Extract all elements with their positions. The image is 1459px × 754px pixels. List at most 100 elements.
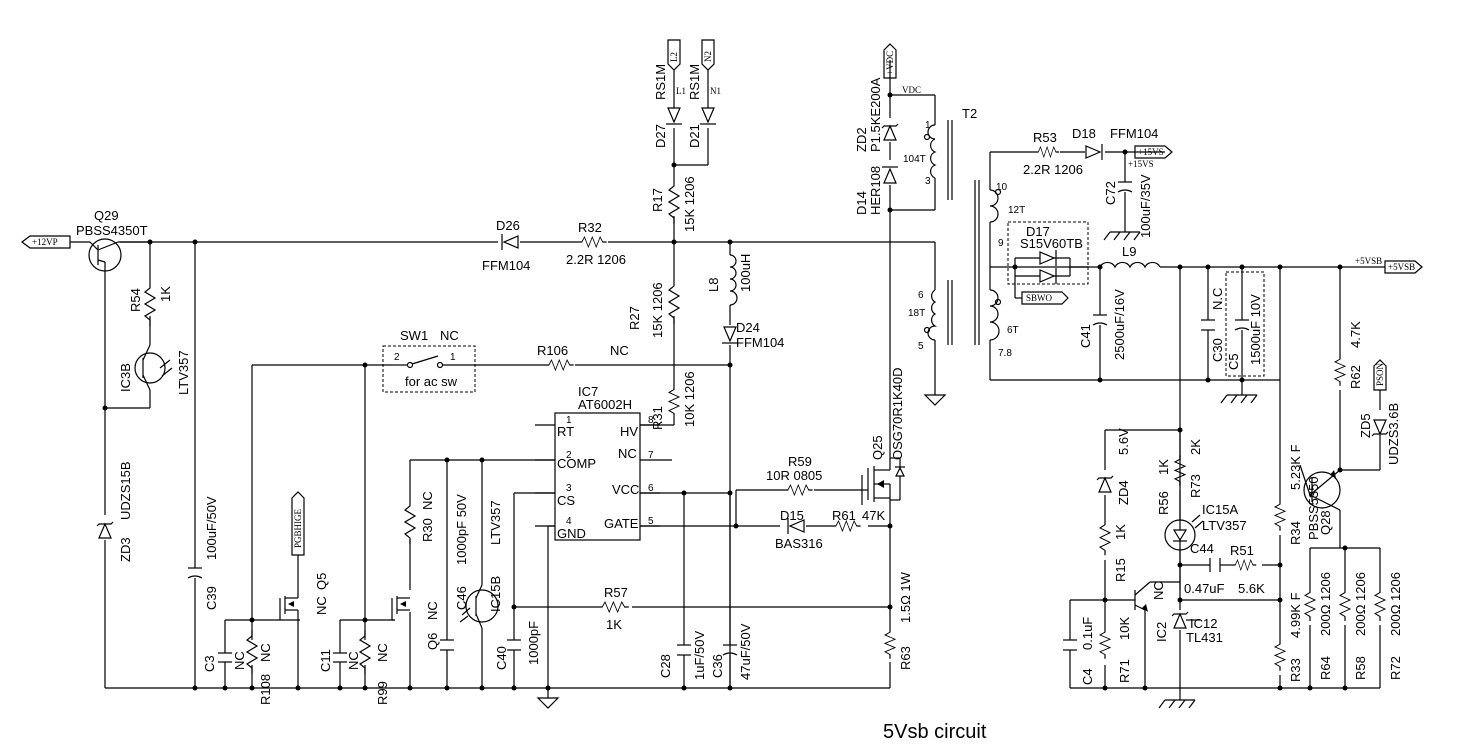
diode-d27: D27 RS1M [653, 64, 682, 148]
svg-text:R31: R31 [650, 406, 665, 430]
svg-text:3: 3 [925, 176, 931, 187]
svg-text:NC: NC [610, 343, 629, 358]
resistor-r58: R58 200Ω 1206 [1339, 572, 1368, 680]
svg-text:for ac sw: for ac sw [405, 374, 458, 389]
ground-symbol-aux [923, 394, 947, 406]
svg-text:D24: D24 [736, 320, 760, 335]
svg-text:P1.5KE200A: P1.5KE200A [868, 77, 883, 152]
svg-text:18T: 18T [908, 308, 925, 319]
net-flag-vdc: +VDC [883, 43, 897, 79]
svg-text:10: 10 [996, 182, 1008, 193]
resistor-r106: R106 NC [537, 343, 629, 371]
svg-text:C40: C40 [494, 646, 509, 670]
mosfet-q25: Q25 OSG70R1K40D [862, 368, 905, 502]
switch-sw1: 2 1 for ac sw SW1 NC [382, 328, 476, 393]
svg-text:R33: R33 [1288, 658, 1303, 682]
svg-text:1K: 1K [1113, 524, 1128, 540]
svg-text:C36: C36 [710, 654, 725, 678]
svg-text:VCC: VCC [612, 482, 639, 497]
svg-text:ZD2: ZD2 [854, 127, 869, 152]
svg-text:2K: 2K [1188, 439, 1203, 455]
svg-text:1K: 1K [606, 617, 622, 632]
svg-text:5.23K F: 5.23K F [1288, 444, 1303, 490]
svg-text:Q25: Q25 [870, 435, 885, 460]
resistor-r61: R61 47K [831, 508, 885, 532]
capacitor-c46: C46 1000pF 50V [440, 494, 469, 651]
net-flag-pgbhige: PGBHIGE [291, 491, 305, 556]
resistor-r108: R108 NC [246, 629, 273, 705]
svg-text:7: 7 [648, 450, 654, 461]
svg-text:C3: C3 [202, 655, 217, 672]
capacitor-c40: C40 1000pF [494, 621, 541, 670]
net-label-vdc: VDC [902, 85, 921, 95]
net-label-n1: N1 [710, 86, 721, 96]
svg-text:IC12: IC12 [1190, 616, 1217, 631]
net-flag-5vsb: +5VSB [1384, 260, 1423, 274]
svg-text:C41: C41 [1078, 324, 1093, 348]
svg-text:1K: 1K [1156, 459, 1171, 475]
svg-text:47uF/50V: 47uF/50V [738, 623, 753, 680]
svg-text:100uF/50V: 100uF/50V [204, 496, 219, 560]
svg-text:15K 1206: 15K 1206 [682, 176, 697, 232]
svg-text:BAS316: BAS316 [775, 536, 823, 551]
svg-text:SW1: SW1 [400, 328, 428, 343]
svg-text:UDZS15B: UDZS15B [118, 461, 133, 520]
svg-text:2: 2 [394, 352, 400, 363]
svg-text:NC: NC [346, 651, 361, 670]
ic-ic7: IC7 AT6002H 1 RT 2 COMP 3 CS 4 GND 8 HV … [535, 384, 672, 541]
svg-text:IC3B: IC3B [118, 363, 133, 392]
svg-text:NC: NC [618, 446, 637, 461]
svg-text:C44: C44 [1190, 541, 1214, 556]
zener-zd4: ZD4 5.6V [1096, 428, 1131, 505]
svg-text:1uF/50V: 1uF/50V [692, 631, 707, 680]
capacitor-c44: C44 0.47uF [1184, 541, 1225, 596]
svg-text:D17: D17 [1026, 224, 1050, 239]
optocoupler-ic3b: IC3B LTV357 [118, 344, 191, 395]
diode-d15: D15 BAS316 [775, 508, 823, 551]
svg-text:15K 1206: 15K 1206 [650, 282, 665, 338]
svg-text:Q29: Q29 [94, 208, 119, 223]
svg-text:C46: C46 [454, 586, 469, 610]
svg-text:R54: R54 [128, 288, 143, 312]
capacitor-c41: C41 2500uF/16V [1078, 289, 1127, 360]
svg-text:100uH: 100uH [738, 254, 753, 292]
svg-text:C28: C28 [658, 654, 673, 678]
net-flag-n2: N2 [701, 39, 715, 71]
inductor-l8: L8 100uH [706, 254, 753, 306]
resistor-r64: R64 200Ω 1206 [1304, 572, 1333, 680]
svg-text:Q28: Q28 [1318, 510, 1333, 535]
svg-text:IC7: IC7 [578, 384, 598, 399]
svg-text:R32: R32 [578, 220, 602, 235]
resistor-r17: R17 15K 1206 [650, 176, 697, 232]
svg-text:1000pF: 1000pF [526, 621, 541, 665]
svg-text:0.1uF: 0.1uF [1080, 617, 1095, 650]
svg-text:IC2: IC2 [1154, 622, 1169, 642]
svg-text:R99: R99 [375, 681, 390, 705]
svg-text:AT6002H: AT6002H [578, 397, 632, 412]
svg-text:R72: R72 [1388, 656, 1403, 680]
svg-text:SBWO: SBWO [1026, 293, 1053, 303]
resistor-r34: R34 5.23K F [1274, 444, 1303, 545]
svg-text:200Ω 1206: 200Ω 1206 [1388, 572, 1403, 636]
junction-dots [102, 92, 1348, 691]
net-label-5vsb: +5VSB [1355, 256, 1382, 266]
shunt-ic12: IC12 TL431 [1171, 611, 1223, 645]
svg-text:R30: R30 [420, 518, 435, 542]
svg-text:COMP: COMP [557, 456, 596, 471]
svg-text:NC: NC [440, 328, 459, 343]
inductor-l9: L9 [1099, 244, 1161, 269]
svg-text:LTV357: LTV357 [176, 350, 191, 395]
resistor-r33: R33 4.99K F [1274, 592, 1303, 682]
svg-text:PSON: PSON [1375, 362, 1385, 386]
svg-text:D14: D14 [854, 191, 869, 215]
svg-text:Q5: Q5 [314, 573, 329, 590]
svg-text:R17: R17 [650, 188, 665, 212]
mosfet-q5: NC Q5 [279, 573, 329, 620]
svg-text:5: 5 [648, 516, 654, 527]
resistor-r56: R56 1K [1156, 454, 1186, 515]
svg-text:C4: C4 [1080, 668, 1095, 685]
svg-text:FFM104: FFM104 [736, 335, 784, 350]
svg-text:C30: C30 [1210, 338, 1225, 362]
resistor-r99: R99 NC [359, 629, 390, 705]
svg-text:1: 1 [925, 120, 931, 131]
